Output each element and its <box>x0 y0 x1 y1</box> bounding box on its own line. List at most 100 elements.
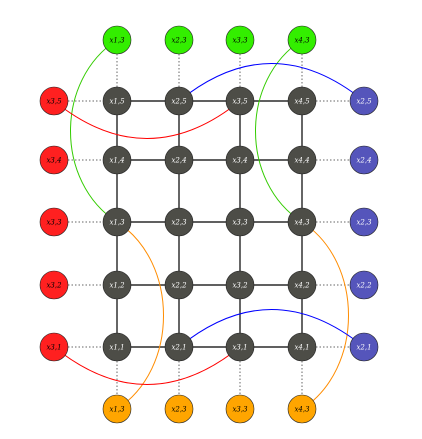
grid-node-r4-c3: x3,2 <box>225 270 255 300</box>
grid-node-r3-c4: x4,3 <box>287 207 317 237</box>
left-node-1-circle <box>39 86 69 116</box>
grid-node-r3-c4-circle <box>287 207 317 237</box>
grid-node-r5-c3-label: x3,1 <box>232 344 247 352</box>
grid-node-r4-c4: x4,2 <box>287 270 317 300</box>
arc-connections <box>53 39 365 410</box>
top-node-4-circle <box>287 25 317 55</box>
grid-node-r3-c3: x3,3 <box>225 207 255 237</box>
right-node-1-circle <box>349 86 379 116</box>
right-node-5-label: x2,1 <box>356 344 371 352</box>
dotted-connectors <box>54 40 364 409</box>
grid-node-r5-c1-circle <box>102 332 132 362</box>
grid-node-r4-c2: x2,2 <box>164 270 194 300</box>
left-node-1-label: x3,5 <box>46 98 62 106</box>
grid-node-r1-c1: x1,5 <box>102 86 132 116</box>
right-node-3-circle <box>349 207 379 237</box>
left-node-3: x3,3 <box>39 207 69 237</box>
top-node-2-label: x2,3 <box>171 37 187 45</box>
bottom-node-3: x3,3 <box>225 394 255 424</box>
grid-node-r4-c1-label: x1,2 <box>109 282 125 290</box>
grid-node-r3-c1: x1,3 <box>102 207 132 237</box>
grid-node-r5-c4: x4,1 <box>287 332 317 362</box>
grid-node-r5-c4-label: x4,1 <box>294 344 309 352</box>
right-node-1-label: x2,5 <box>356 98 372 106</box>
arc-red-5 <box>53 100 241 139</box>
grid-node-r5-c3: x3,1 <box>225 332 255 362</box>
bottom-node-1: x1,3 <box>102 394 132 424</box>
grid-node-r1-c3: x3,5 <box>225 86 255 116</box>
top-node-3-circle <box>225 25 255 55</box>
right-node-4: x2,2 <box>349 270 379 300</box>
right-node-2: x2,4 <box>349 145 379 175</box>
grid-node-r3-c2-label: x2,3 <box>171 219 187 227</box>
left-node-4-circle <box>39 270 69 300</box>
left-node-2-label: x3,4 <box>46 157 61 165</box>
grid-node-r5-c2-circle <box>164 332 194 362</box>
grid-node-r2-c1-label: x1,4 <box>109 157 124 165</box>
grid-node-r2-c3-circle <box>225 145 255 175</box>
left-node-3-label: x3,3 <box>46 219 62 227</box>
grid-node-r5-c2: x2,1 <box>164 332 194 362</box>
top-node-4-label: x4,3 <box>294 37 310 45</box>
top-node-1-label: x1,3 <box>109 37 125 45</box>
grid-node-r1-c4-circle <box>287 86 317 116</box>
grid-node-r2-c2: x2,4 <box>164 145 194 175</box>
grid-node-r4-c3-circle <box>225 270 255 300</box>
grid-node-r2-c4-circle <box>287 145 317 175</box>
right-node-2-circle <box>349 145 379 175</box>
grid-node-r1-c4: x4,5 <box>287 86 317 116</box>
arc-green-1 <box>70 39 118 223</box>
top-node-2-circle <box>164 25 194 55</box>
grid-node-r3-c2-circle <box>164 207 194 237</box>
arc-blue-8 <box>178 309 365 348</box>
right-node-5: x2,1 <box>349 332 379 362</box>
left-node-4-label: x3,2 <box>46 282 62 290</box>
left-node-2-circle <box>39 145 69 175</box>
grid-node-r3-c3-circle <box>225 207 255 237</box>
arc-blue-7 <box>178 63 365 102</box>
grid-node-r1-c3-circle <box>225 86 255 116</box>
right-node-1: x2,5 <box>349 86 379 116</box>
grid-node-r2-c3: x3,4 <box>225 145 255 175</box>
grid-node-r2-c2-label: x2,4 <box>171 157 186 165</box>
grid-node-r3-c4-label: x4,3 <box>294 219 310 227</box>
bottom-node-3-label: x3,3 <box>232 406 248 414</box>
grid-node-r3-c1-label: x1,3 <box>109 219 125 227</box>
grid-node-r4-c3-label: x3,2 <box>232 282 248 290</box>
top-node-3: x3,3 <box>225 25 255 55</box>
right-node-5-circle <box>349 332 379 362</box>
left-node-5-label: x3,1 <box>46 344 61 352</box>
grid-node-r5-c4-circle <box>287 332 317 362</box>
bottom-node-1-circle <box>102 394 132 424</box>
left-node-1: x3,5 <box>39 86 69 116</box>
grid-node-r3-c2: x2,3 <box>164 207 194 237</box>
right-node-4-label: x2,2 <box>356 282 372 290</box>
right-node-3-label: x2,3 <box>356 219 372 227</box>
bottom-node-3-circle <box>225 394 255 424</box>
left-node-4: x3,2 <box>39 270 69 300</box>
arc-orange-3 <box>116 221 164 410</box>
top-node-1-circle <box>102 25 132 55</box>
grid-node-r2-c4-label: x4,4 <box>294 157 309 165</box>
grid-node-r4-c1-circle <box>102 270 132 300</box>
grid-node-r5-c1-label: x1,1 <box>109 344 124 352</box>
right-node-3: x2,3 <box>349 207 379 237</box>
grid-edges <box>116 100 303 348</box>
left-node-5: x3,1 <box>39 332 69 362</box>
left-node-5-circle <box>39 332 69 362</box>
top-node-2: x2,3 <box>164 25 194 55</box>
grid-node-r1-c1-label: x1,5 <box>109 98 125 106</box>
grid-node-r3-c3-label: x3,3 <box>232 219 248 227</box>
top-node-1: x1,3 <box>102 25 132 55</box>
grid-node-r1-c2: x2,5 <box>164 86 194 116</box>
grid-node-r2-c4: x4,4 <box>287 145 317 175</box>
bottom-node-4: x4,3 <box>287 394 317 424</box>
bottom-node-2-circle <box>164 394 194 424</box>
grid-node-r2-c1-circle <box>102 145 132 175</box>
grid-node-r1-c3-label: x3,5 <box>232 98 248 106</box>
right-node-2-label: x2,4 <box>356 157 371 165</box>
arc-green-2 <box>255 39 303 223</box>
grid-node-r5-c2-label: x2,1 <box>171 344 186 352</box>
bottom-node-2-label: x2,3 <box>171 406 187 414</box>
